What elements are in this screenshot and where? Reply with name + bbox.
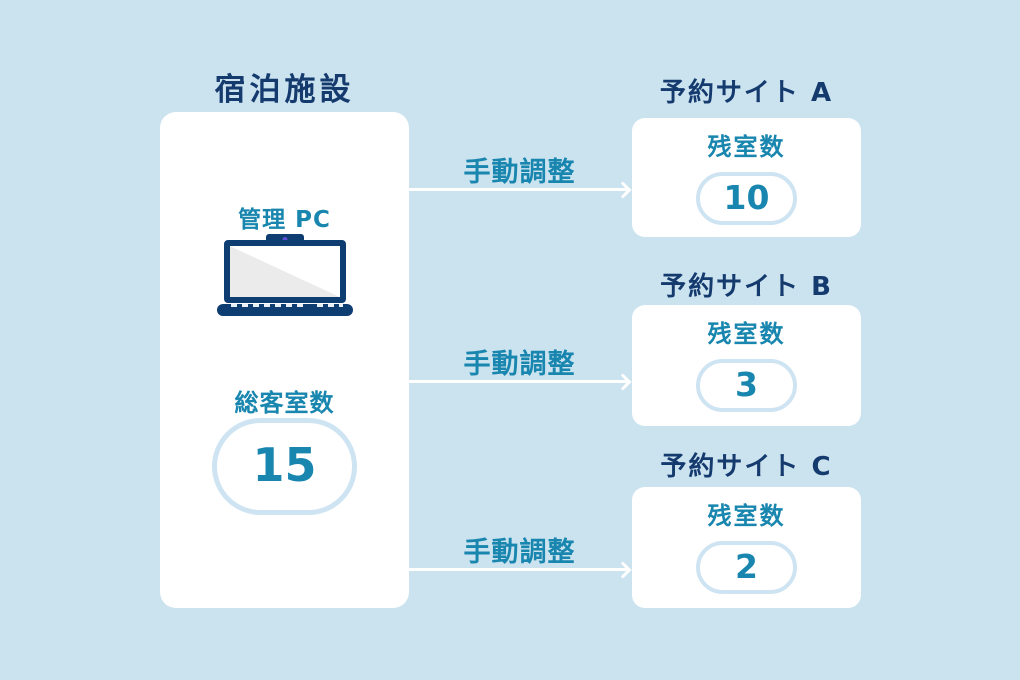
laptop-base: [216, 304, 353, 316]
site-a-rooms-label: 残室数: [707, 133, 786, 161]
arrow-to-site-b: [409, 373, 632, 390]
site-a-rooms-value: 10: [723, 177, 770, 217]
laptop-notch: [265, 234, 304, 243]
manual-adjust-label-2: 手動調整: [463, 349, 576, 380]
site-a-rooms-pill: 10: [696, 172, 797, 225]
site-b-rooms-label: 残室数: [707, 320, 786, 348]
site-b-rooms-value: 3: [735, 364, 758, 404]
site-b-rooms-pill: 3: [696, 359, 797, 412]
laptop-screen: [223, 240, 346, 303]
total-rooms-value: 15: [252, 438, 317, 492]
arrow-to-site-a: [409, 181, 632, 198]
total-rooms-label: 総客室数: [234, 389, 335, 417]
site-b-card: 残室数 3: [632, 305, 861, 426]
site-c-card: 残室数 2: [632, 487, 861, 608]
site-c-title: 予約サイト C: [660, 452, 833, 482]
management-pc-label: 管理 PC: [238, 207, 331, 233]
site-b-title: 予約サイト B: [660, 272, 833, 302]
site-a-title: 予約サイト A: [659, 78, 834, 108]
camera-dot-icon: [282, 237, 287, 242]
site-c-rooms-value: 2: [735, 546, 758, 586]
site-a-card: 残室数 10: [632, 118, 861, 237]
manual-adjust-label-3: 手動調整: [463, 537, 576, 568]
site-c-rooms-pill: 2: [696, 541, 797, 594]
site-c-rooms-label: 残室数: [707, 502, 786, 530]
laptop-icon: [215, 234, 355, 318]
total-rooms-pill: 15: [212, 418, 357, 515]
facility-title: 宿泊施設: [214, 72, 355, 108]
arrow-to-site-c: [409, 561, 632, 578]
facility-card: 管理 PC 総客室数 15: [160, 112, 409, 608]
manual-adjust-label-1: 手動調整: [463, 157, 576, 188]
